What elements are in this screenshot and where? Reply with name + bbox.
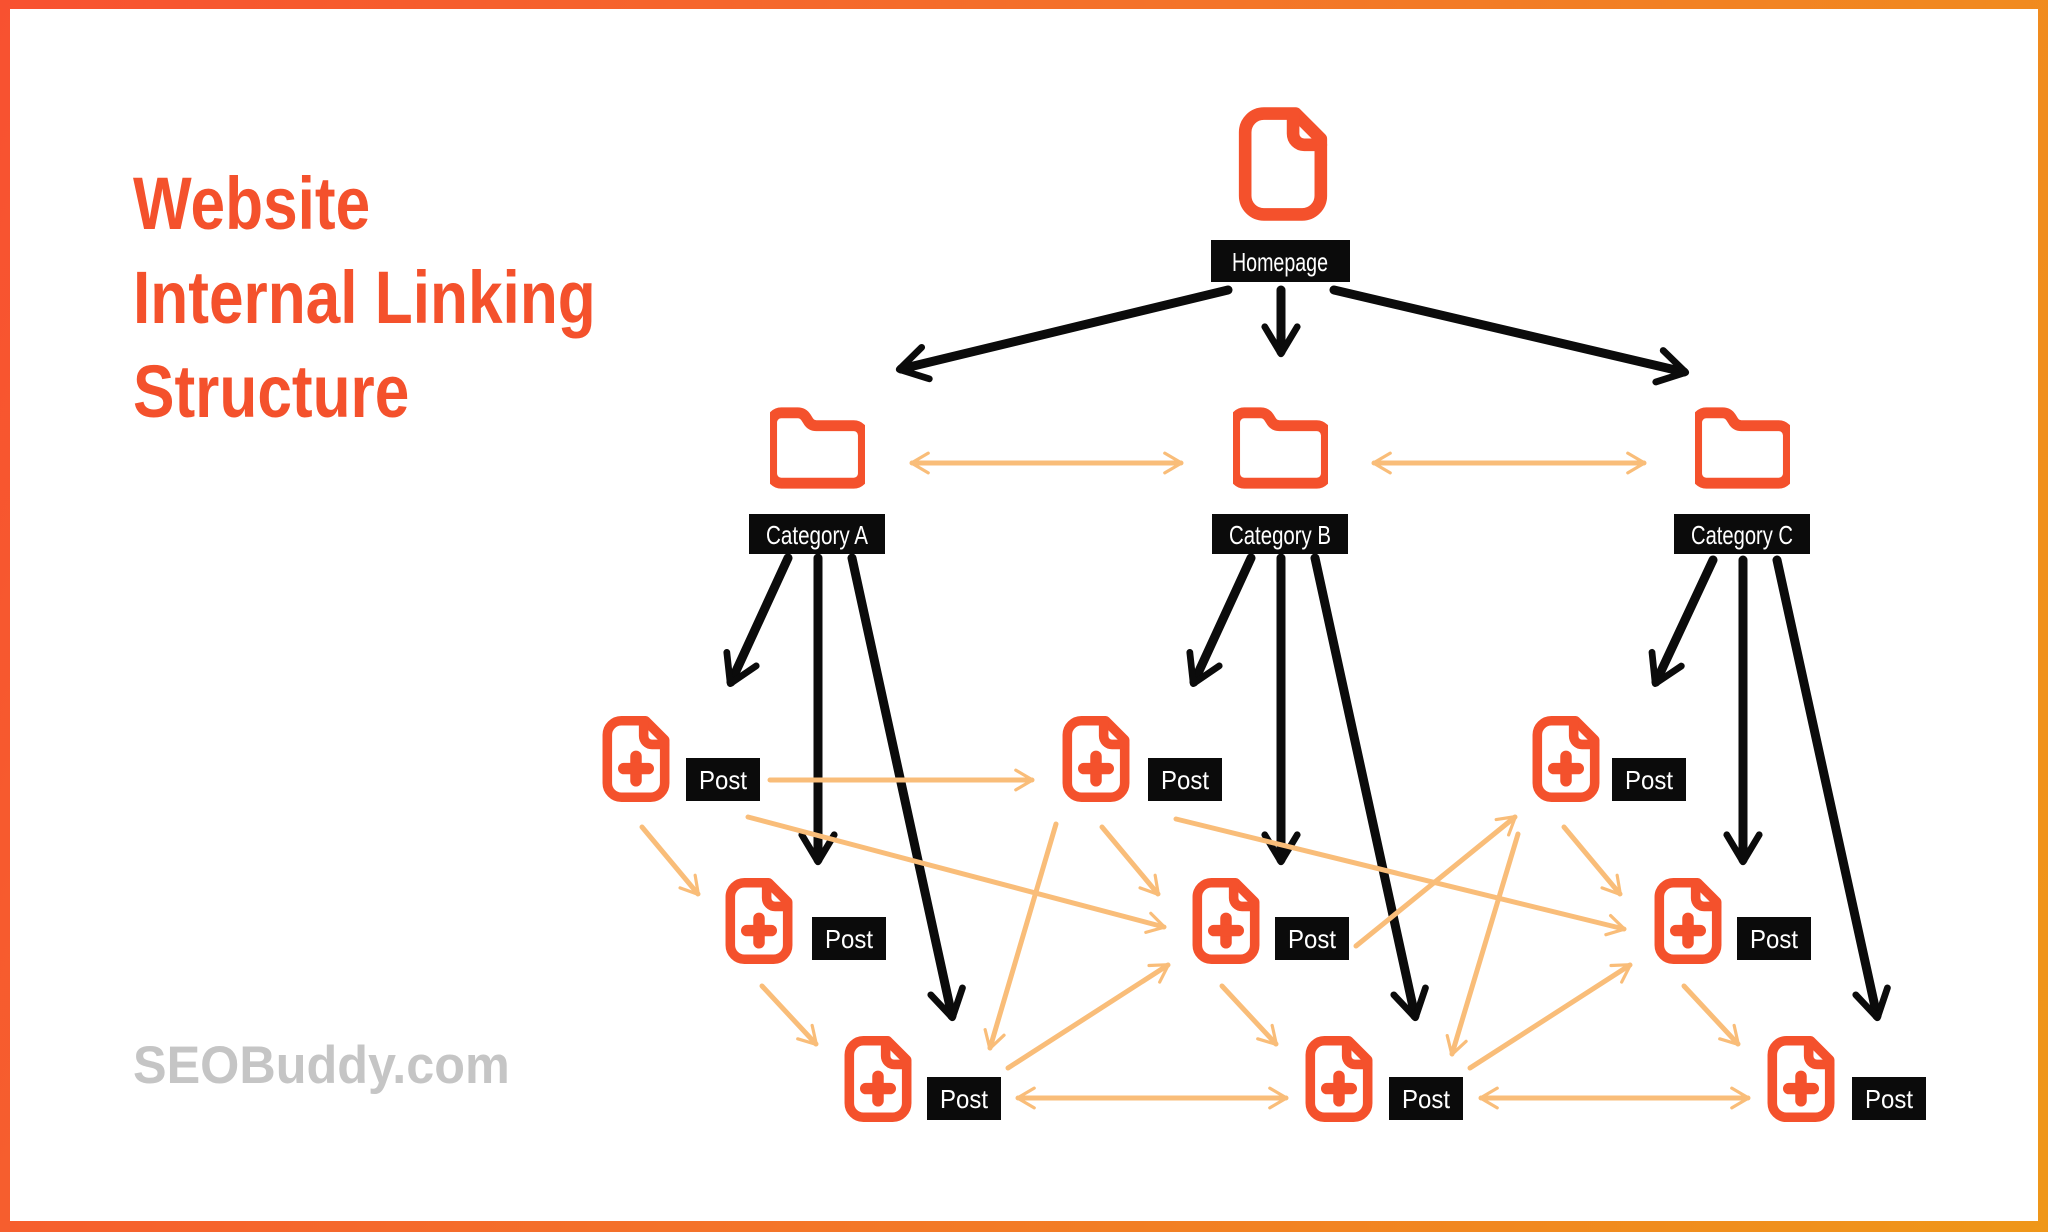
post-a2-node: Post	[725, 877, 886, 965]
post-c2-node: Post	[1654, 877, 1811, 965]
arrow-post-b1-to-c2	[1173, 816, 1627, 937]
homepage-node: Homepage	[1211, 107, 1350, 282]
arrow-homepage-to-category-a	[895, 285, 1233, 383]
arrow-post-a1-to-b2	[745, 814, 1167, 934]
post-a3-node: Post	[844, 1035, 1001, 1123]
post-label: Post	[1402, 1084, 1451, 1114]
title-line-2: Internal Linking	[133, 256, 596, 339]
arrow-post-a3-to-b2	[1005, 962, 1171, 1071]
post-label: Post	[940, 1084, 989, 1114]
post-label-box	[927, 1077, 1001, 1120]
post-b3-node: Post	[1305, 1035, 1463, 1123]
category-c-node: Category C	[1674, 407, 1810, 554]
post-label: Post	[1865, 1084, 1914, 1114]
file-plus-icon	[844, 1035, 912, 1123]
arrow-post-c1-to-c2	[1561, 824, 1623, 897]
arrow-category-c-to-post-c3	[1772, 555, 1891, 1022]
homepage-label: Homepage	[1232, 247, 1328, 277]
arrow-homepage-to-category-c	[1329, 285, 1690, 386]
arrow-category-b-to-post-b1	[1186, 553, 1256, 688]
arrow-category-a-to-post-a3	[847, 553, 966, 1022]
arrow-post-b2-to-b3	[1219, 983, 1279, 1047]
post-label-box	[1852, 1077, 1926, 1120]
post-label-box	[1737, 917, 1811, 960]
title-line-3: Structure	[133, 350, 410, 433]
post-c3-node: Post	[1767, 1035, 1926, 1123]
arrow-post-c1-to-b3	[1445, 831, 1521, 1057]
post-label-box	[812, 917, 886, 960]
post-label: Post	[825, 924, 874, 954]
post-c1-node: Post	[1532, 715, 1686, 803]
file-plus-icon	[1192, 877, 1260, 965]
post-a1-node: Post	[602, 715, 760, 803]
post-label-box	[1389, 1077, 1463, 1120]
category-a-label-box	[749, 514, 885, 554]
post-label: Post	[1750, 924, 1799, 954]
folder-icon	[770, 407, 865, 489]
file-plus-icon	[1654, 877, 1722, 965]
post-label-box	[686, 758, 760, 801]
internal-link-arrows	[639, 451, 1751, 1110]
file-plus-icon	[1305, 1035, 1373, 1123]
post-label-box	[1275, 917, 1349, 960]
file-plus-icon	[602, 715, 670, 803]
folder-icon	[1233, 407, 1328, 489]
linking-diagram: Homepage Category A Category B	[602, 107, 1926, 1123]
arrow-category-a-to-post-a1	[723, 553, 793, 688]
diagram-canvas: Website Internal Linking Structure SEOBu…	[10, 9, 2038, 1221]
post-label: Post	[699, 765, 748, 795]
file-plus-icon	[1532, 715, 1600, 803]
watermark: SEOBuddy.com	[133, 1036, 510, 1095]
category-c-label: Category C	[1691, 520, 1793, 550]
category-b-label-box	[1212, 514, 1348, 554]
post-label: Post	[1288, 924, 1337, 954]
hierarchy-arrows	[723, 285, 1891, 1022]
file-plus-icon	[1767, 1035, 1835, 1123]
category-b-label: Category B	[1229, 520, 1331, 550]
document-icon	[1238, 107, 1328, 221]
arrow-post-b1-to-b2	[1099, 824, 1161, 897]
post-label-box	[1612, 758, 1686, 801]
homepage-label-box	[1211, 240, 1350, 282]
arrow-category-b-to-post-b3	[1310, 553, 1429, 1022]
category-b-node: Category B	[1212, 407, 1348, 554]
folder-icon	[1695, 407, 1790, 489]
arrow-post-a1-to-a2	[639, 824, 701, 897]
file-plus-icon	[1062, 715, 1130, 803]
arrow-post-b3-to-c2	[1467, 962, 1633, 1071]
post-label-box	[1148, 758, 1222, 801]
arrow-post-a2-to-a3	[759, 983, 819, 1047]
post-b2-node: Post	[1192, 877, 1349, 965]
category-c-label-box	[1674, 514, 1810, 554]
arrow-post-b1-to-a3	[983, 821, 1059, 1051]
arrow-category-c-to-post-c1	[1648, 555, 1718, 688]
post-label: Post	[1625, 765, 1674, 795]
arrow-post-c2-to-c3	[1681, 983, 1741, 1047]
file-plus-icon	[725, 877, 793, 965]
category-a-label: Category A	[766, 520, 869, 550]
title-line-1: Website	[133, 162, 371, 245]
post-b1-node: Post	[1062, 715, 1222, 803]
arrow-post-b2-to-c1	[1353, 814, 1518, 949]
category-a-node: Category A	[749, 407, 885, 554]
page-title: Website Internal Linking Structure	[133, 157, 596, 439]
post-label: Post	[1161, 765, 1210, 795]
